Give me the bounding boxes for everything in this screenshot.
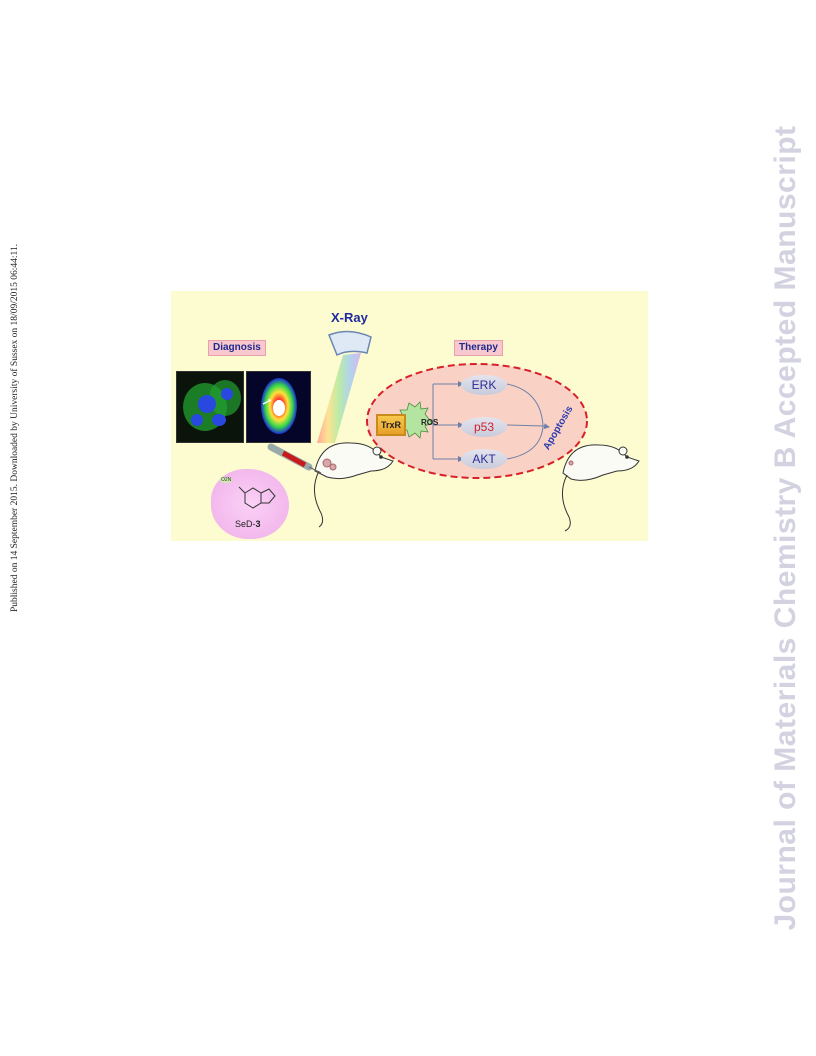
xray-label: X-Ray — [331, 310, 368, 325]
cell-microscopy-artwork — [183, 380, 241, 431]
fluorescence-imaging-artwork — [261, 378, 297, 434]
download-notice-text: Published on 14 September 2015. Download… — [10, 243, 20, 613]
syringe-icon — [267, 443, 322, 474]
pathway-arrows — [432, 381, 550, 462]
xray-device-icon — [317, 330, 372, 443]
cell-microscopy-image — [176, 371, 244, 443]
fluorescence-imaging-image — [246, 371, 311, 443]
trxr-box: TrxR — [376, 414, 406, 436]
nitro-group-label: O2N — [220, 477, 233, 483]
compound-label-number: 3 — [255, 519, 261, 529]
mouse-left-icon — [314, 442, 394, 528]
mouse-right-icon — [562, 444, 640, 532]
compound-label-name: SeD- — [235, 519, 256, 529]
ros-label: ROS — [421, 418, 439, 427]
pathway-erk: ERK — [461, 375, 507, 395]
pathway-p53: p53 — [461, 417, 507, 437]
journal-watermark-text: Journal of Materials Chemistry B Accepte… — [769, 125, 802, 931]
graphical-abstract: X-Ray Diagnosis Therapy O2N SeD-3 TrxR R… — [171, 291, 648, 541]
compound-structure-icon — [238, 486, 276, 509]
pathway-akt: AKT — [461, 449, 507, 469]
therapy-label: Therapy — [454, 340, 503, 356]
compound-label: SeD-3 — [235, 519, 261, 529]
diagnosis-label: Diagnosis — [208, 340, 266, 356]
